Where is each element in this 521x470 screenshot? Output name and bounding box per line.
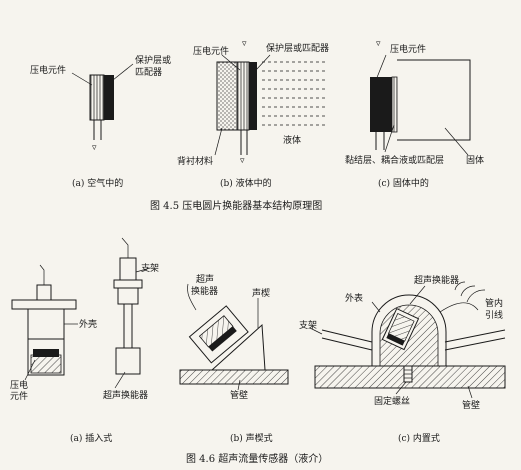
- fig45c-caption: (c) 固体中的: [378, 177, 429, 189]
- fig45a-piezo-element: [89, 74, 105, 121]
- fig46a-bracket-label: 支架: [141, 262, 159, 274]
- fig46a-top-stem: [36, 284, 52, 301]
- fig46b-transducer: [188, 305, 249, 364]
- fig45c-solid-label: 固体: [466, 154, 484, 166]
- fig46-panel-c: 外表 超声换能器 管内 引线 支架 固定螺丝 管壁 (c) 内置式: [299, 274, 506, 444]
- fig45b-backing-label: 背衬材料: [177, 155, 213, 167]
- fig46c-lead-label-1: 管内: [485, 297, 503, 309]
- fig46a-flange: [11, 299, 77, 310]
- fig45-panel-a: ▿ 压电元件 保护层或 匹配器 (a) 空气中的: [30, 54, 171, 189]
- fig46a-piezo-label-1: 压电: [10, 379, 28, 391]
- fig46c-lead-wire: [439, 302, 479, 313]
- svg-text:▿: ▿: [240, 156, 245, 166]
- figure-4-5: ▿ 压电元件 保护层或 匹配器 (a) 空气中的: [30, 39, 484, 212]
- fig45b-caption: (b) 液体中的: [220, 177, 272, 189]
- svg-text:▿: ▿: [242, 39, 247, 49]
- fig45b-piezo-element: [236, 61, 250, 131]
- fig46c-bracket: [321, 329, 373, 343]
- fig46b-wedge-label: 声楔: [252, 287, 270, 299]
- fig45a-protect-label-1: 保护层或: [135, 54, 171, 66]
- fig46a-housing-label: 外壳: [79, 318, 97, 330]
- fig46-panel-b: 超声 换能器 声楔 管壁 (b) 声楔式: [179, 273, 289, 444]
- fig46a-bracket: [113, 279, 143, 289]
- fig46a-piezo-element: [33, 349, 59, 357]
- svg-text:▿: ▿: [92, 143, 97, 153]
- fig45b-protect-label: 保护层或匹配器: [266, 42, 329, 54]
- fig45-panel-b: ▿ ▿ 压电元件 保护层或匹配器 液体 背衬材料 (b) 液体中的: [177, 39, 329, 189]
- fig45b-protect-layer: [249, 62, 257, 130]
- fig45b-piezo-label: 压电元件: [193, 45, 229, 57]
- fig45b-backing-material: [216, 61, 238, 131]
- fig45b-liquid: [262, 61, 325, 126]
- fig46b-pipe-wall: [179, 369, 289, 385]
- fig46a-caption: (a) 插入式: [70, 432, 112, 444]
- fig45c-solid: [397, 59, 471, 141]
- fig45c-bond-layer: [391, 76, 398, 133]
- fig46c-screw-label: 固定螺丝: [374, 395, 410, 407]
- fig45c-piezo-label: 压电元件: [390, 43, 426, 55]
- fig46-panel-a: 外壳 压电 元件 支架 超声换能器 (a) 插入式: [10, 237, 159, 444]
- fig46b-caption: (b) 声楔式: [230, 432, 273, 444]
- fig45a-piezo-label: 压电元件: [30, 64, 66, 76]
- fig45a-protect-layer: [104, 75, 114, 120]
- fig45-panel-c: ▿ 压电元件 黏结层、耦合液或匹配层 固体 (c) 固体中的: [345, 39, 484, 189]
- fig45b-liquid-label: 液体: [283, 134, 301, 146]
- fig46c-lead-label-2: 引线: [485, 309, 503, 321]
- fig46a-piezo-label-2: 元件: [10, 390, 28, 402]
- fig46c-transducer-label: 超声换能器: [414, 274, 459, 286]
- fig46a-transducer: [115, 347, 141, 375]
- figure-4-6: 外壳 压电 元件 支架 超声换能器 (a) 插入式: [10, 237, 506, 465]
- fig45c-piezo-element: [370, 77, 392, 132]
- svg-text:▿: ▿: [376, 39, 381, 49]
- fig45a-caption: (a) 空气中的: [72, 177, 123, 189]
- fig46c-transducer: [381, 307, 420, 351]
- fig46c-wall-label: 管壁: [462, 399, 480, 411]
- fig45-title: 图 4.5 压电圆片换能器基本结构原理图: [150, 199, 322, 212]
- fig46c-shell-label: 外表: [345, 292, 363, 304]
- fig46-title: 图 4.6 超声流量传感器（液介）: [186, 452, 328, 465]
- fig46b-wedge: [210, 323, 266, 371]
- fig46c-bracket-label: 支架: [299, 319, 317, 331]
- fig46a-housing: [27, 308, 65, 340]
- fig46b-transducer-label-1: 超声: [196, 273, 214, 285]
- fig46a-transducer-label: 超声换能器: [103, 389, 148, 401]
- fig46c-outer-shell: [371, 294, 447, 366]
- fig46b-wall-label: 管壁: [230, 389, 248, 401]
- fig45a-protect-label-2: 匹配器: [135, 67, 162, 78]
- fig46b-transducer-label-2: 换能器: [191, 285, 218, 297]
- fig45c-bond-label: 黏结层、耦合液或匹配层: [345, 154, 444, 166]
- fig46c-caption: (c) 内置式: [398, 432, 440, 444]
